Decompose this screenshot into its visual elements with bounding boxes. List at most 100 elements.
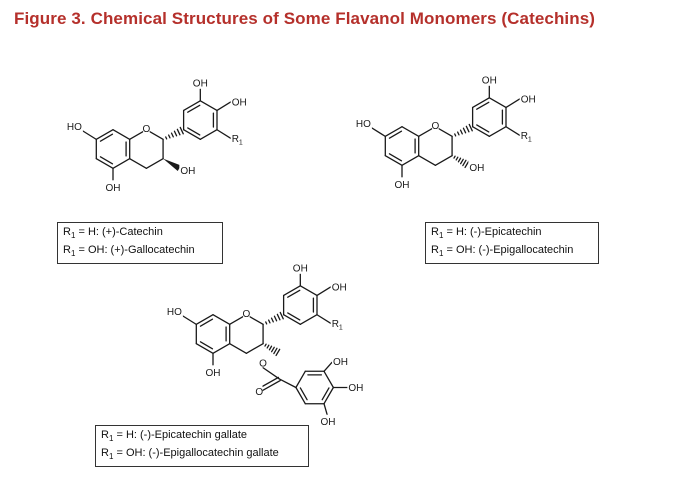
catechin-structure-ring-b-bond [199, 129, 218, 141]
legend-epicatechin: R1 = H: (-)-Epicatechin R1 = OH: (-)-Epi… [425, 222, 599, 265]
legend-epicatechin-line2: R1 = OH: (-)-Epigallocatechin [431, 244, 574, 259]
legend-catechin-line1: R1 = H: (+)-Catechin [63, 226, 163, 241]
epicatechin-structure-ring-a-bond [401, 126, 420, 138]
epicatechin-structure-ring-oxygen-bg [432, 118, 439, 132]
epicatechin-gallate-structure-oh-4prime: OH [332, 282, 347, 293]
catechin-structure-ring-b-bond [182, 129, 201, 141]
epicatechin-structure-b-ring-hashed-bond [456, 131, 460, 136]
catechin-structure-ring-oxygen-bg [143, 121, 150, 135]
epicatechin-structure-c3-hashed-bond [459, 158, 464, 165]
catechin-structure-r-bond [216, 129, 232, 139]
catechin-structure-b-ring-hashed-bond [167, 134, 171, 139]
epicatechin-gallate-structure-b-ring-hashed-bond [273, 315, 278, 322]
galloyl-group-oh-c: OH [321, 417, 336, 428]
epicatechin-gallate-structure-oh-5: OH [206, 368, 221, 379]
epicatechin-structure-ring-b-bond [471, 126, 490, 138]
galloyl-group-ring-double [299, 387, 308, 401]
epicatechin-gallate-structure-ring-b-bond [299, 285, 318, 297]
epicatechin-structure-b-ring-hashed-bond [462, 127, 467, 134]
catechin-structure-oh-5-bg [106, 180, 120, 194]
galloyl-group-oh-a: OH [333, 357, 348, 368]
epicatechin-structure-ring-oxygen: O [431, 121, 439, 132]
epicatechin-structure-c3-hashed-bond [455, 156, 459, 161]
epicatechin-structure-ring-b-double [476, 101, 490, 110]
galloyl-group-ring-double [321, 387, 330, 401]
legend-gallate-line1: R1 = H: (-)-Epicatechin gallate [101, 429, 247, 444]
catechin-structure-b-ring-hashed-bond [176, 128, 181, 136]
legend-gallate: R1 = H: (-)-Epicatechin gallate R1 = OH:… [95, 425, 309, 468]
epicatechin-structure-oh-bond [505, 98, 521, 109]
galloyl-group-carbonyl-double [260, 376, 280, 388]
epicatechin-structure-r-bond [505, 126, 521, 136]
galloyl-group-carbonyl-double [262, 379, 281, 391]
epicatechin-gallate-structure-b-ring-hashed-bond [279, 311, 284, 320]
galloyl-group-ring-bond [323, 370, 335, 389]
catechin-structure-b-ring-hashed-bond [170, 132, 174, 138]
epicatechin-structure-oh-4prime: OH [521, 94, 536, 105]
epicatechin-gallate-structure-b-ring-hashed-bond [267, 319, 271, 324]
epicatechin-gallate-structure-oh-3prime: OH [293, 263, 308, 274]
epicatechin-structure-b-ring-hashed-bond [468, 123, 473, 132]
catechin-structure-r1-label-bg [230, 131, 243, 145]
epicatechin-gallate-structure-oh-3prime-bg [293, 260, 307, 274]
epicatechin-structure-ring-c-bond [418, 154, 437, 166]
epicatechin-gallate-structure-ring-b-bond [299, 314, 318, 326]
catechin-structure-ring-b-double [187, 127, 201, 136]
epicatechin-structure-ring-a-bond [401, 154, 420, 166]
epicatechin-gallate-structure-ring-b-bond [282, 285, 301, 297]
catechin-structure-oh-3prime-bg [193, 75, 207, 89]
epicatechin-structure-b-ring-hashed-bond [454, 133, 457, 137]
epicatechin-gallate-structure-ring-a-bond [212, 314, 231, 326]
epicatechin-gallate-structure-c3-hashed-bond [275, 348, 281, 357]
epicatechin-gallate-structure-ring-a-bond [212, 342, 231, 354]
galloyl-group-carbonyl-oxygen: O [255, 387, 263, 398]
epicatechin-gallate-structure-ring-c-bond [245, 342, 264, 354]
epicatechin-structure-oh-4prime-bg [519, 91, 533, 105]
catechin-structure-oh-3prime: OH [193, 78, 208, 89]
epicatechin-gallate-structure-ester-oxygen: O [259, 358, 267, 369]
epicatechin-gallate-structure-c3-hashed-bond [264, 343, 267, 347]
epicatechin-structure-oh-3prime: OH [482, 75, 497, 86]
epicatechin-structure-c3-hashed-bond [462, 159, 467, 167]
legend-epicatechin-line1: R1 = H: (-)-Epicatechin [431, 226, 542, 241]
epicatechin-structure-ring-b-bond [471, 97, 490, 109]
epicatechin-structure-c3-hashed-bond [457, 157, 462, 163]
epicatechin-gallate-structure-ring-oxygen: O [242, 309, 250, 320]
catechin-structure-ring-b-bond [182, 100, 201, 112]
epicatechin-gallate-structure-c3-hashed-bond [273, 347, 278, 355]
epicatechin-structure-oh-5: OH [395, 180, 410, 191]
catechin-structure-ho-7: HO [67, 122, 82, 133]
catechin-structure-oh-4prime: OH [232, 97, 247, 108]
epicatechin-structure-ring-c-bond [434, 154, 453, 166]
epicatechin-gallate-structure-c3-hashed-bond [266, 344, 270, 349]
epicatechin-structure-c3-hashed-bond [453, 155, 456, 159]
epicatechin-gallate-structure-r1-label-bg [330, 316, 343, 330]
epicatechin-structure-ring-a-bond [384, 126, 403, 138]
epicatechin-gallate-structure-oh-5-bg [206, 365, 220, 379]
epicatechin-structure-r1-label: R1 [521, 131, 532, 144]
catechin-structure-ring-a-bond [112, 129, 131, 141]
epicatechin-gallate-structure-ring-a-bond [195, 314, 214, 326]
epicatechin-structure-oh-5-bg [395, 177, 409, 191]
catechin-structure-ring-c-bond [145, 157, 164, 169]
catechin-structure-b-ring-hashed-bond [179, 126, 184, 135]
catechin-structure-ho-bond [80, 129, 97, 141]
galloyl-group-oh-b-bg [347, 380, 361, 394]
epicatechin-structure-oh-3prime-bg [482, 72, 496, 86]
legend-gallate-line2: R1 = OH: (-)-Epigallocatechin gallate [101, 447, 279, 462]
epicatechin-gallate-structure-oh-bond [316, 286, 332, 297]
epicatechin-gallate-structure-ring-oxygen-bg [243, 306, 250, 320]
galloyl-group-ring-bond [295, 386, 306, 405]
epicatechin-gallate-structure-ring-a-double [199, 318, 214, 327]
galloyl-group-oh-c-bg [321, 414, 335, 428]
epicatechin-structure-b-ring-hashed-bond [459, 129, 463, 135]
epicatechin-gallate-structure-ester-oxygen-bg [259, 355, 267, 369]
epicatechin-structure-ring-b-double [476, 124, 490, 133]
catechin-structure-ring-a-bond [112, 157, 131, 169]
epicatechin-structure-ring-a-double [388, 153, 403, 162]
epicatechin-gallate-structure-c3-hashed-bond [268, 345, 273, 351]
epicatechin-structure-ring-b-bond [488, 97, 507, 109]
